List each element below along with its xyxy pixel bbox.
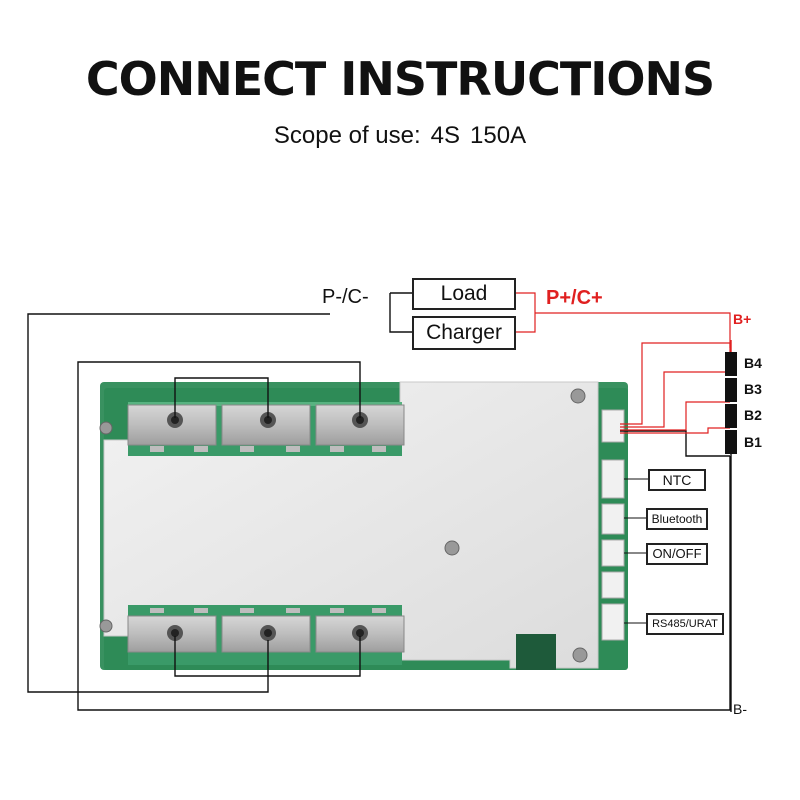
- rs485-port-label: RS485/URAT: [646, 613, 724, 635]
- b4-label: B4: [744, 355, 762, 371]
- connectors: [601, 409, 625, 641]
- cell-b3: [725, 378, 737, 402]
- battery-stack: [725, 340, 737, 712]
- page-title: CONNECT INSTRUCTIONS: [85, 52, 715, 106]
- pad-screws: [167, 412, 368, 641]
- negative-terminal-label: P-/C-: [322, 286, 369, 308]
- cell-b1: [725, 430, 737, 454]
- b2-label: B2: [744, 407, 762, 423]
- bluetooth-port-label: Bluetooth: [646, 508, 708, 530]
- cell-b2: [725, 404, 737, 428]
- chip: [516, 634, 556, 670]
- bms-board: [99, 381, 628, 670]
- positive-terminal-label: P+/C+: [546, 287, 603, 309]
- b-minus-label: B-: [733, 701, 747, 717]
- scope-label: Scope of use:: [273, 122, 421, 149]
- port-leaders: [624, 478, 648, 624]
- ntc-port-label: NTC: [648, 469, 706, 491]
- negative-wiring: [27, 292, 731, 711]
- mounting-screws: [99, 388, 588, 663]
- on-off-port-label: ON/OFF: [646, 543, 708, 565]
- scope-current: 150A: [470, 122, 527, 149]
- scope-of-use: Scope of use: 4S 150A: [0, 122, 800, 150]
- charger-box: Charger: [412, 316, 516, 350]
- b-plus-label: B+: [733, 311, 752, 327]
- top-pads: [127, 404, 405, 446]
- positive-wiring: [515, 292, 731, 434]
- b3-label: B3: [744, 381, 762, 397]
- load-box: Load: [412, 278, 516, 310]
- b1-label: B1: [744, 434, 762, 450]
- cell-b4: [725, 352, 737, 376]
- scope-cells: 4S: [430, 122, 461, 149]
